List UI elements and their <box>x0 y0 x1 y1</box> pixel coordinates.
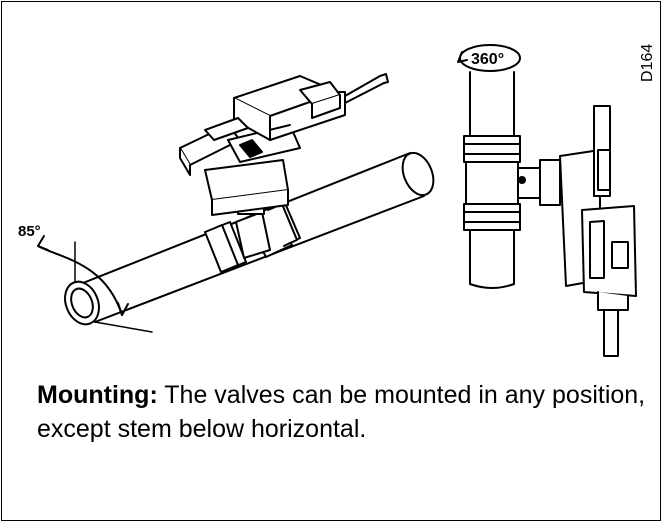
vertical-couplings <box>463 135 521 231</box>
tilt-arrow-bottom <box>117 302 129 316</box>
pipe-end-right <box>401 151 435 197</box>
pipe-assembly-drawing: 85° <box>18 73 435 333</box>
actuator <box>179 73 389 216</box>
rotation-angle-label: 360° <box>471 51 504 68</box>
caption-heading: Mounting: <box>37 381 158 409</box>
mounting-caption: Mounting: The valves can be mounted in a… <box>37 378 647 446</box>
vertical-pipe-drawing: 360° <box>457 44 637 357</box>
side-actuator <box>559 105 637 357</box>
tilt-reference-horizontal <box>94 321 153 333</box>
side-stem <box>517 159 561 206</box>
tilt-arrow-top <box>37 235 49 251</box>
figure-code: D164 <box>639 44 656 82</box>
tilt-angle-label: 85° <box>18 223 41 240</box>
caption-text: The valves can be mounted in any positio… <box>37 381 646 443</box>
